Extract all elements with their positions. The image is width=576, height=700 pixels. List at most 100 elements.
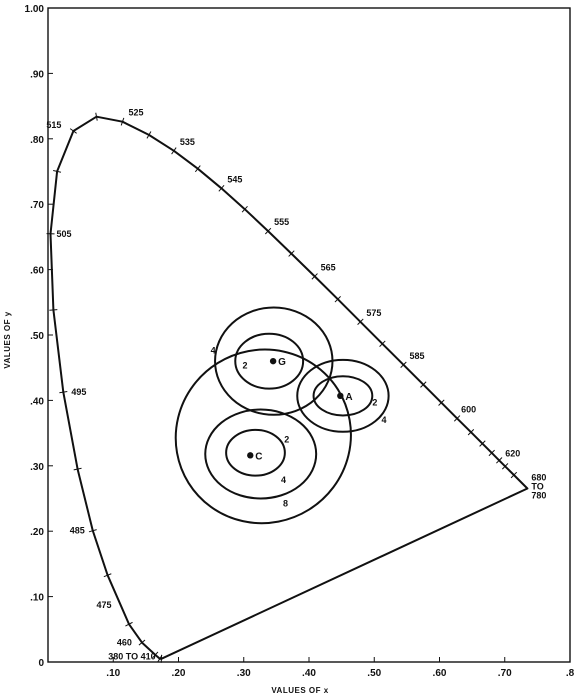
locus-tick: [510, 471, 518, 479]
y-tick-label: .10: [30, 593, 44, 604]
wavelength-label: 585: [409, 351, 424, 361]
locus-tick: [138, 639, 146, 646]
point-label: G: [278, 357, 286, 368]
axis-ticks: .10 .20 .30 .40 .50 .60 .70 .8 .10 .20 .30 .40 .50 .6…: [25, 4, 575, 679]
locus-tick: [467, 428, 475, 436]
discrimination-ellipse: [234, 332, 305, 390]
wavelength-label: 575: [366, 308, 381, 318]
point-label: A: [345, 392, 352, 403]
y-tick-label: .20: [30, 527, 44, 538]
locus-tick: [218, 184, 225, 192]
x-tick-label: .60: [433, 668, 447, 679]
x-tick-label: .20: [172, 668, 186, 679]
y-tick-label: .30: [30, 462, 44, 473]
point-label: C: [255, 451, 262, 462]
x-tick-label: .40: [302, 668, 316, 679]
y-tick-label: .50: [30, 331, 44, 342]
locus-tick: [288, 250, 295, 257]
origin-label: 0: [38, 658, 44, 669]
locus-tick: [501, 463, 509, 470]
locus-tick: [125, 621, 133, 627]
ellipse-label: 4: [281, 475, 286, 485]
y-tick-label: .60: [30, 266, 44, 277]
y-axis-title: VALUES OF y: [3, 311, 12, 368]
spectrum-locus: [49, 115, 529, 660]
wavelength-label: 535: [180, 137, 195, 147]
point-layer: [247, 357, 344, 459]
locus-tick: [95, 112, 98, 121]
discrimination-ellipse: [225, 428, 286, 477]
locus-tick: [69, 128, 77, 134]
x-tick-label: .70: [498, 668, 512, 679]
locus-tick: [241, 205, 248, 213]
locus-tick: [453, 415, 461, 422]
ellipse-label: 2: [243, 361, 248, 371]
wavelength-label: 475: [96, 600, 111, 610]
spectrum-locus-layer: [46, 112, 529, 663]
locus-tick: [157, 655, 163, 663]
ellipse-label: 4: [211, 346, 216, 356]
ellipse-label: 4: [382, 415, 387, 425]
locus-tick: [479, 440, 486, 447]
ellipse-label: 2: [372, 397, 377, 407]
ellipse-layer: [174, 306, 390, 525]
point-marker: [337, 392, 344, 400]
wavelength-label: 545: [227, 174, 242, 184]
wavelength-label: 780: [531, 490, 546, 500]
wavelength-label: 600: [461, 404, 476, 414]
locus-tick: [264, 227, 272, 235]
y-tick-label: 1.00: [25, 4, 45, 15]
discrimination-ellipse: [296, 358, 390, 433]
point-marker: [247, 452, 254, 459]
wavelength-label: TO: [531, 481, 543, 491]
x-tick-label: .50: [367, 668, 381, 679]
locus-tick: [334, 296, 341, 303]
x-tick-label: .10: [106, 668, 120, 679]
wavelength-label: 495: [71, 387, 86, 397]
locus-tick: [171, 147, 177, 155]
locus-tick: [311, 273, 318, 280]
wavelength-label: 525: [129, 108, 144, 118]
locus-tick: [152, 651, 159, 659]
locus-tick: [438, 399, 445, 406]
locus-tick: [379, 340, 386, 347]
ellipse-label: 8: [283, 499, 288, 509]
wavelength-label: 620: [505, 448, 520, 458]
x-axis-title: VALUES OF x: [271, 686, 328, 695]
y-tick-label: .40: [30, 396, 44, 407]
locus-tick: [194, 165, 201, 173]
wavelength-label: 565: [321, 262, 336, 272]
y-tick-label: .80: [30, 135, 44, 146]
plot-border: [47, 7, 571, 663]
locus-tick: [73, 467, 82, 471]
locus-tick: [53, 170, 62, 173]
x-tick-label: .30: [237, 668, 251, 679]
wavelength-label: 680: [531, 472, 546, 482]
discrimination-ellipse: [204, 408, 318, 500]
locus-tick: [49, 309, 58, 311]
x-tick-label: .8: [566, 668, 575, 679]
locus-tick: [103, 573, 112, 578]
wavelength-label: 485: [70, 526, 85, 536]
locus-tick: [420, 381, 427, 388]
locus-tick: [357, 318, 364, 325]
discrimination-ellipse: [312, 375, 374, 417]
point-marker: [269, 357, 277, 365]
discrimination-ellipse: [174, 348, 352, 525]
y-tick-label: .90: [30, 69, 44, 80]
wavelength-label: 515: [46, 120, 61, 130]
ellipse-label: 2: [284, 435, 289, 445]
locus-tick: [496, 457, 503, 464]
locus-tick: [146, 131, 152, 139]
locus-tick: [120, 117, 125, 126]
y-tick-label: .70: [30, 200, 44, 211]
wavelength-label: 505: [57, 229, 72, 239]
locus-tick: [400, 361, 407, 369]
locus-tick: [59, 390, 68, 394]
wavelength-label: 380 TO 410: [108, 652, 155, 662]
locus-tick: [488, 449, 495, 457]
wavelength-label: 460: [117, 638, 132, 648]
plot-frame: [47, 7, 571, 663]
